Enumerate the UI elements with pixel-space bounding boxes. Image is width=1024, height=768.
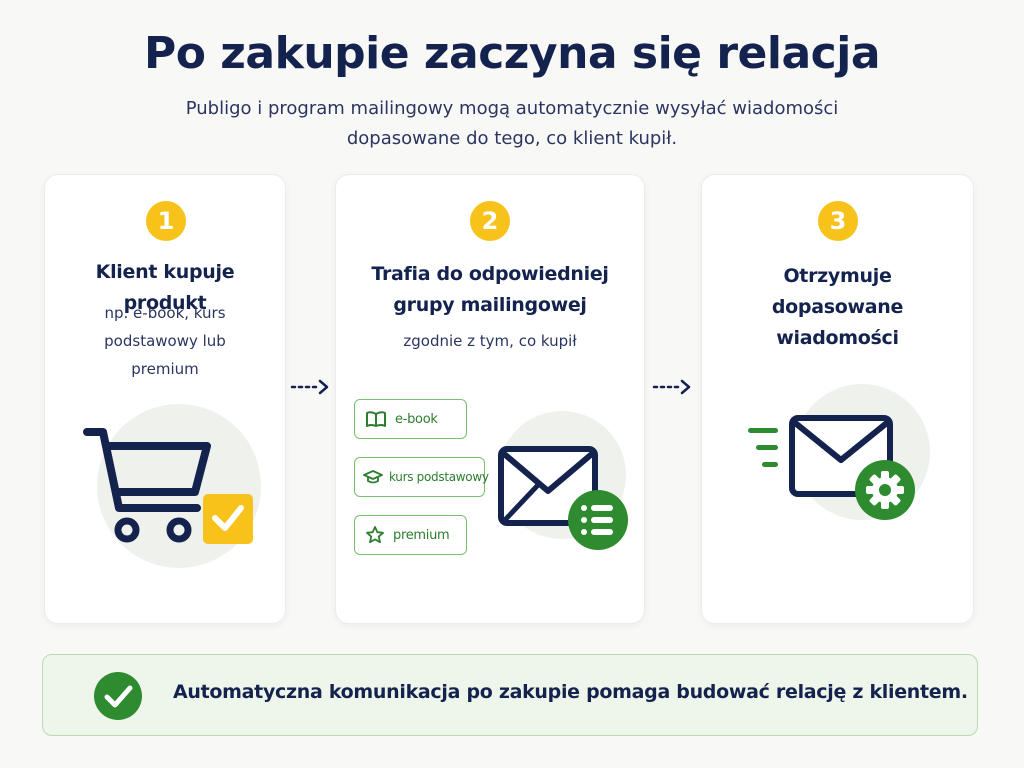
check-circle-icon: [94, 672, 142, 720]
envelope-list-icon: [498, 411, 628, 550]
step-card-1: 1 Klient kupuje produkt np. e-book, kurs…: [44, 174, 286, 624]
group-label: kurs podstawowy: [389, 470, 489, 484]
book-icon: [366, 411, 386, 427]
summary-text: Automatyczna komunikacja po zakupie poma…: [173, 681, 968, 703]
star-icon: [366, 526, 384, 544]
step-number-badge: 1: [146, 201, 186, 241]
group-pill-premium: premium: [354, 515, 467, 555]
step-card-3: 3 Otrzymuje dopasowane wiadomości: [701, 174, 974, 624]
step-description: np. e-book, kurs podstawowy lub premium: [104, 304, 226, 378]
shopping-cart-check-icon: [83, 404, 261, 568]
group-label: premium: [393, 527, 450, 543]
dotted-arrow-icon: [652, 379, 691, 395]
step-number-badge: 3: [818, 201, 858, 241]
step-card-2: 2 Trafia do odpowiedniej grupy mailingow…: [335, 174, 645, 624]
group-pill-kurs-podstawowy: kurs podstawowy: [354, 457, 489, 497]
group-pill-ebook: e-book: [354, 399, 467, 439]
step-number-badge: 2: [470, 201, 510, 241]
step-title: Otrzymuje dopasowane wiadomości: [771, 265, 904, 349]
group-label: e-book: [395, 411, 438, 427]
step-title: Trafia do odpowiedniej grupy mailingowej: [371, 263, 609, 316]
step-title: Klient kupuje produkt: [95, 261, 235, 314]
envelope-gear-icon: [748, 384, 930, 520]
step-description: zgodnie z tym, co kupił: [403, 332, 577, 350]
page-subtitle: Publigo i program mailingowy mogą automa…: [185, 98, 839, 149]
summary-banner: Automatyczna komunikacja po zakupie poma…: [42, 654, 978, 736]
page-title: Po zakupie zaczyna się relacja: [143, 28, 881, 79]
graduation-cap-icon: [363, 470, 383, 484]
dotted-arrow-icon: [290, 379, 329, 395]
